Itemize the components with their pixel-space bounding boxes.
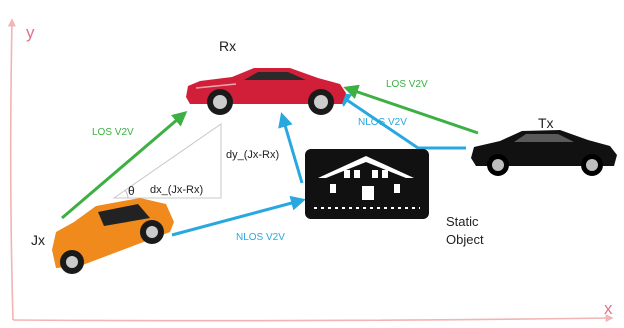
- los-arrow-jx-rx: [61, 111, 188, 220]
- nlos-label-tx-rx: NLOS V2V: [358, 117, 407, 128]
- nlos-arrow-jx-obj: [171, 195, 306, 237]
- house-icon: [305, 149, 429, 219]
- nlos-label-jx-obj: NLOS V2V: [236, 232, 285, 243]
- dy-label: dy_(Jx-Rx): [226, 149, 279, 161]
- geometry-triangle: θ dx_(Jx-Rx) dy_(Jx-Rx): [112, 123, 279, 199]
- nlos-arrow-obj-rx: [278, 112, 304, 184]
- dx-label: dx_(Jx-Rx): [150, 184, 203, 196]
- rx-label: Rx: [219, 38, 236, 54]
- los-arrow-tx-rx: [343, 84, 479, 135]
- y-axis-label: y: [26, 23, 35, 42]
- theta-label: θ: [128, 184, 135, 198]
- tx-label: Tx: [538, 115, 554, 131]
- orange-suv-icon: [52, 198, 174, 274]
- nlos-arrow-tx-rx: [335, 92, 466, 150]
- x-axis-label: x: [604, 299, 613, 318]
- static-object-label-line1: Static: [446, 214, 479, 229]
- signal-paths: [61, 84, 479, 237]
- x-axis: [12, 314, 614, 323]
- y-axis: [7, 18, 16, 321]
- jx-label: Jx: [31, 232, 45, 248]
- los-label-jx-rx: LOS V2V: [92, 127, 134, 138]
- black-car-icon: [471, 130, 617, 176]
- static-object-label-line2: Object: [446, 232, 484, 247]
- los-label-tx-rx: LOS V2V: [386, 79, 428, 90]
- red-car-icon: [186, 68, 346, 115]
- axes: y x: [7, 18, 614, 323]
